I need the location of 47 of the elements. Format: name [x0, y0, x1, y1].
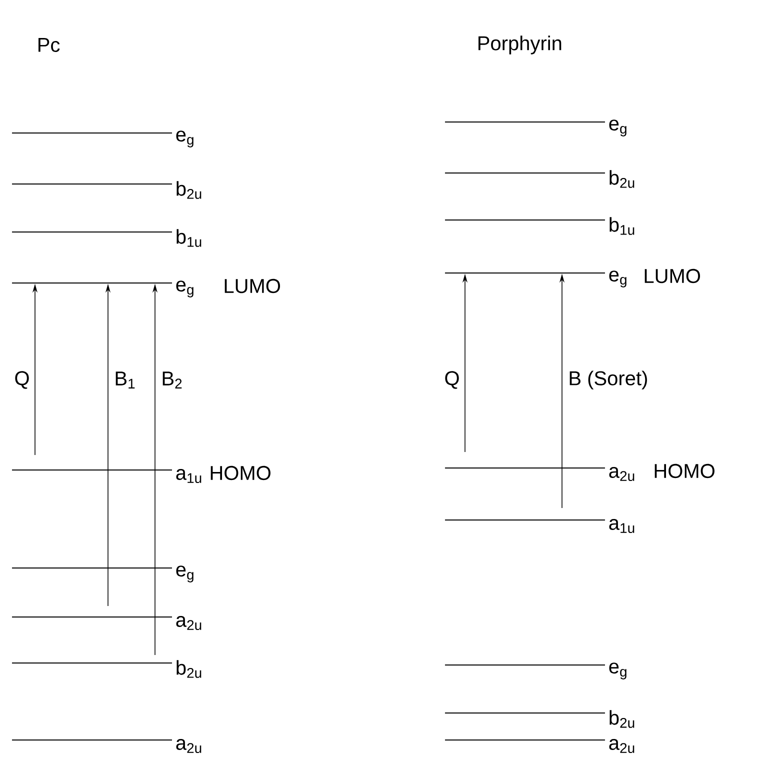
energy-level: b$_{2u}$: [12, 660, 202, 678]
energy-level: b$_{1u}$: [445, 217, 634, 235]
node-label: e$_{g}$: [609, 270, 626, 288]
level-name: HOMO: [210, 466, 270, 480]
level-name: LUMO: [224, 278, 280, 294]
node-label: b$_{2u}$: [610, 710, 634, 728]
node-label: a$_{2u}$: [176, 739, 202, 754]
node-label: b$_{1u}$: [610, 217, 634, 235]
energy-level: e$_{g}$: [12, 130, 194, 148]
node-label: b$_{1u}$: [176, 229, 202, 247]
node-label: a$_{2u}$: [609, 467, 634, 482]
node-label: e$_{g}$: [609, 662, 626, 680]
energy-level: b$_{2u}$: [445, 710, 634, 728]
node-label: a$_{2u}$: [176, 616, 202, 630]
column-heading: Pc: [38, 38, 60, 52]
energy-level: a$_{2u}$: [12, 616, 202, 630]
node-label: a$_{2u}$: [609, 739, 634, 754]
edge-label: B (Soret): [567, 370, 650, 390]
node-label: e$_{g}$: [176, 280, 194, 298]
energy-level: a$_{1u}$: [12, 469, 202, 484]
energy-level: b$_{2u}$: [12, 181, 202, 199]
edge-label: Q: [443, 370, 461, 390]
energy-level: e$_{g}$: [445, 270, 626, 288]
node-label: e$_{g}$: [176, 566, 194, 582]
level-name: HOMO: [654, 464, 714, 478]
node-label: b$_{2u}$: [176, 660, 202, 678]
edge-label: B$_{1}$: [113, 370, 137, 390]
node-label: a$_{1u}$: [609, 519, 634, 534]
node-label: e$_{g}$: [176, 130, 194, 148]
energy-level: a$_{1u}$: [445, 519, 634, 534]
column-heading: Porphyrin: [478, 36, 562, 54]
energy-level: e$_{g}$: [445, 120, 626, 136]
edge-label: B$_{2}$: [160, 370, 184, 390]
energy-level: a$_{2u}$: [445, 467, 634, 482]
node-label: b$_{2u}$: [176, 181, 202, 199]
node-label: a$_{1u}$: [176, 469, 202, 484]
node-label: e$_{g}$: [609, 120, 626, 136]
edge-label: Q: [13, 370, 31, 390]
energy-level: e$_{g}$: [12, 280, 194, 298]
energy-level: b$_{1u}$: [12, 229, 202, 247]
energy-level: e$_{g}$: [445, 662, 626, 680]
energy-level: a$_{2u}$: [12, 739, 202, 754]
energy-level: b$_{2u}$: [445, 170, 634, 188]
energy-level: e$_{g}$: [12, 566, 194, 582]
energy-level: a$_{2u}$: [445, 739, 634, 754]
node-label: b$_{2u}$: [610, 170, 634, 188]
level-name: LUMO: [644, 268, 700, 284]
